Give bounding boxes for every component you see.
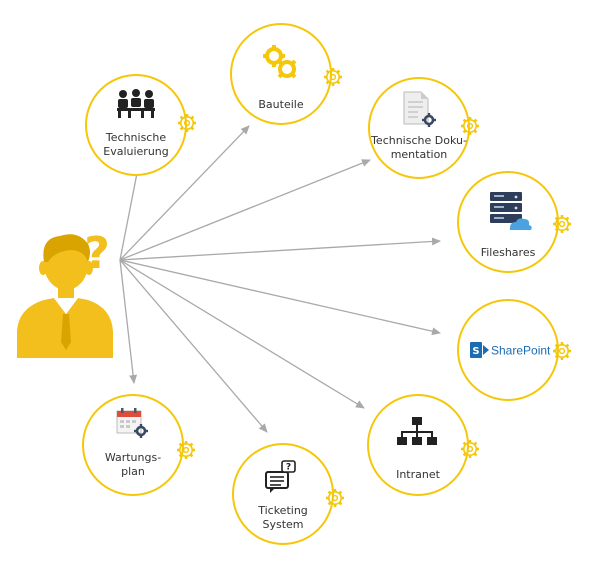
- node-bauteile: Bauteile: [230, 23, 344, 125]
- arrow-to-intranet: [119, 259, 365, 409]
- node-label-line-1: Intranet: [396, 468, 441, 481]
- node-label-line-1: Technische: [105, 131, 166, 144]
- gear-icon: [551, 213, 573, 235]
- node-technische-evaluierung: Technische Evaluierung: [85, 74, 198, 176]
- server-cloud-icon: [490, 192, 532, 230]
- calendar-gear-icon: [116, 408, 148, 438]
- arrow-to-sharepoint: [119, 259, 441, 336]
- node-ticketing-system: ? Ticketing System: [232, 443, 346, 545]
- sharepoint-logo-icon: S SharePoint: [470, 342, 551, 358]
- document-gear-icon: [403, 91, 436, 127]
- gear-icon: [322, 66, 344, 88]
- node-label-line-1: Ticketing: [257, 504, 308, 517]
- arrows: [119, 125, 441, 433]
- gear-icon: [551, 340, 573, 362]
- node-fileshares: Fileshares: [457, 171, 573, 273]
- node-label-line-2: plan: [121, 465, 145, 478]
- svg-text:?: ?: [286, 463, 291, 473]
- svg-text:S: S: [472, 346, 479, 357]
- node-label-line-1: Fileshares: [481, 246, 536, 259]
- arrow-to-wartungsplan: [119, 259, 138, 384]
- node-label-line-2: System: [262, 518, 303, 531]
- arrow-to-fileshares: [119, 237, 441, 261]
- gear-icon: [324, 487, 346, 509]
- node-label-line-1: Wartungs-: [105, 451, 161, 464]
- ticket-chat-icon: ?: [265, 460, 296, 493]
- arrow-to-technische-dokumentation: [119, 159, 371, 261]
- node-label-line-2: mentation: [391, 148, 448, 161]
- confused-user-icon: ?: [17, 228, 113, 358]
- arrow-to-technische-evaluierung: [119, 162, 142, 261]
- arrow-to-ticketing-system: [119, 259, 268, 433]
- node-intranet: Intranet: [367, 394, 481, 496]
- node-sharepoint: S SharePoint: [457, 299, 573, 401]
- arrow-to-bauteile: [119, 125, 250, 261]
- node-label-line-2: Evaluierung: [103, 145, 169, 158]
- gear-icon: [176, 112, 198, 134]
- gear-icon: [175, 439, 197, 461]
- gears-icon: [263, 45, 297, 79]
- gear-icon: [459, 438, 481, 460]
- node-wartungsplan: Wartungs- plan: [82, 394, 197, 496]
- node-technische-dokumentation: Technische Doku- mentation: [368, 77, 481, 179]
- network-icon: [397, 417, 437, 445]
- sharepoint-logo-text: SharePoint: [491, 344, 551, 358]
- meeting-people-icon: [117, 89, 155, 118]
- node-label-line-1: Technische Doku-: [370, 134, 467, 147]
- gear-icon: [459, 115, 481, 137]
- node-label-line-1: Bauteile: [258, 98, 303, 111]
